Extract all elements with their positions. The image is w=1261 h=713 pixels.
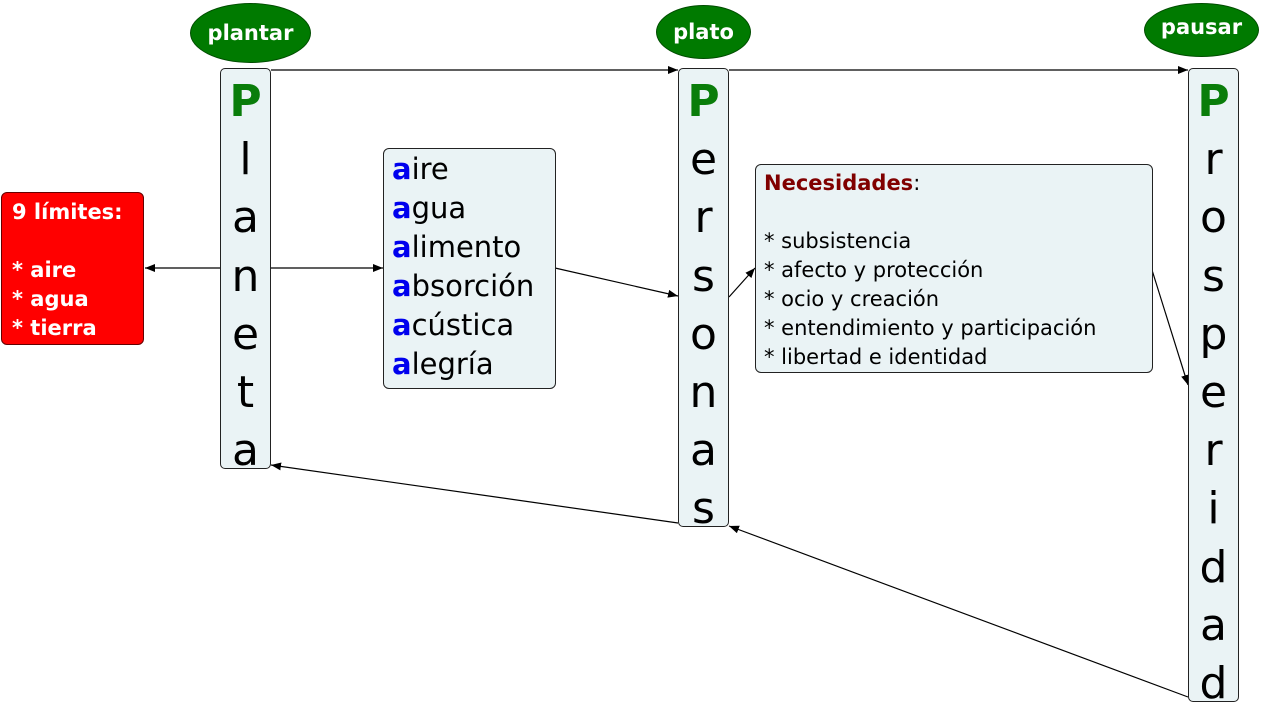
column-letter: P [229,76,262,127]
column-letter: a [232,425,259,477]
column-letter: t [236,366,255,418]
arrow-prosperidad-personas [728,525,1189,698]
a-rest: ire [411,152,449,186]
column-letter: s [1202,250,1225,302]
a-initial: a [392,230,412,264]
column-letter: a [1200,599,1227,651]
needs-item: * ocio y creación [764,287,940,311]
column-letter: r [1204,134,1223,186]
column-letter: n [689,366,718,418]
column-letter: o [1200,192,1227,244]
a-list-item: absorción [392,267,555,306]
limits-item: * aire [12,258,77,282]
needs-colon: : [913,171,921,195]
a-rest: limento [411,230,522,264]
column-letter: P [1197,76,1230,127]
a-rest: bsorción [411,269,535,303]
a-list-item: alimento [392,228,555,267]
a-rest: cústica [411,308,515,342]
oval-plantar: plantar [190,3,311,63]
column-letter: P [687,76,720,127]
needs-item: * libertad e identidad [764,345,988,369]
column-letter: r [694,192,713,244]
column-letter: l [239,134,252,186]
needs-item: * afecto y protección [764,258,984,282]
oval-plato: plato [656,5,751,59]
a-list-item: acústica [392,306,555,345]
a-initial: a [392,308,412,342]
column-letter: r [1204,425,1223,477]
column-letter: s [692,483,715,535]
needs-item: * subsistencia [764,229,912,253]
limits-box: 9 límites: * aire * agua * tierra [1,192,144,345]
column-letter: e [231,308,260,360]
column-letter: d [1199,541,1228,593]
column-letter: e [689,134,718,186]
column-letter: i [1207,483,1220,535]
needs-title: Necesidades [764,171,914,195]
column-letter: d [1199,657,1228,709]
arrow-alist-personas [554,267,679,298]
limits-item: * tierra [12,316,97,340]
a-rest: gua [411,191,467,225]
column-letter: a [232,192,259,244]
column-letter: o [690,308,717,360]
a-initial: a [392,152,412,186]
arrow-personas-needs [728,267,756,298]
limits-item: * agua [12,287,89,311]
column-letter: p [1199,308,1228,360]
a-list-item: agua [392,189,555,228]
a-initial: a [392,269,412,303]
limits-title: 9 límites: [12,200,123,224]
a-initial: a [392,347,412,381]
needs-item: * entendimiento y participación [764,316,1097,340]
a-initial: a [392,191,412,225]
a-rest: legría [411,347,494,381]
arrow-needs-prosperidad [1151,269,1189,386]
arrow-personas-planeta [270,462,679,524]
column-letter: e [1199,366,1228,418]
column-letter: a [690,425,717,477]
a-list-item: aire [392,150,555,189]
needs-box: Necesidades: * subsistencia * afecto y p… [755,164,1153,373]
column-letter: s [692,250,715,302]
a-list-item: alegría [392,345,555,384]
oval-pausar: pausar [1144,3,1259,57]
column-letter: n [231,250,260,302]
